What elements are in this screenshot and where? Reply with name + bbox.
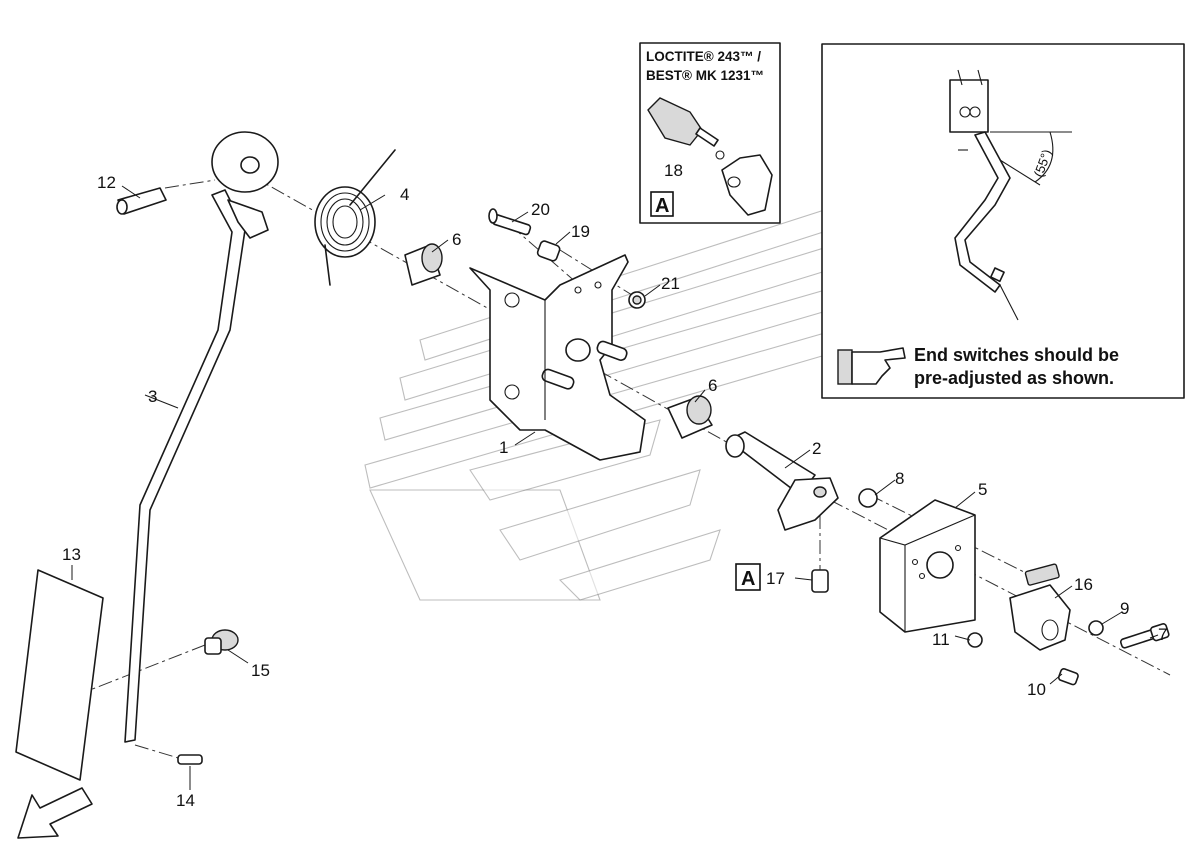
callout-6-lower: 6 — [708, 376, 717, 395]
svg-text:A: A — [741, 568, 755, 590]
pointing-hand-icon — [837, 347, 906, 385]
adhesive-box-line1: LOCTITE® 243™ / — [646, 49, 761, 64]
callout-15: 15 — [251, 661, 270, 680]
screw-part-17 — [811, 569, 829, 593]
callout-9: 9 — [1120, 599, 1129, 618]
callout-18: 18 — [664, 161, 683, 180]
callout-2: 2 — [812, 439, 821, 458]
screw-part-10 — [1057, 668, 1079, 686]
detail-inset: (55°) End switches should be pre-adjuste… — [821, 43, 1185, 399]
callout-4: 4 — [400, 185, 409, 204]
leader-lines — [71, 185, 1159, 790]
bushing-part-6-upper — [404, 243, 443, 286]
nut-part-8 — [858, 488, 878, 508]
callout-labels: 3 12 13 14 15 4 6 20 19 21 6 1 2 8 5 16 … — [62, 173, 1167, 810]
sleeve-part-19 — [536, 240, 561, 262]
pedal-lever — [124, 131, 279, 743]
shaft-part-2 — [725, 431, 839, 531]
bolt-part-20 — [488, 208, 532, 236]
callout-13: 13 — [62, 545, 81, 564]
callout-17: 17 — [766, 569, 785, 588]
direction-arrow-icon — [17, 787, 93, 839]
callout-11: 11 — [932, 630, 950, 649]
inset-note-line1: End switches should be — [914, 345, 1119, 365]
washer-part-9 — [1088, 620, 1104, 636]
adhesive-box: LOCTITE® 243™ / BEST® MK 1231™ 18 A — [639, 42, 781, 224]
end-switch-part-16 — [1009, 563, 1071, 651]
adhesive-marker-17: A — [735, 563, 761, 591]
callout-19: 19 — [571, 222, 590, 241]
screw-part-7 — [1119, 623, 1170, 649]
pin-part-12 — [116, 187, 167, 215]
adhesive-bottle-icon — [647, 97, 773, 216]
callout-10: 10 — [1027, 680, 1046, 699]
callout-14: 14 — [176, 791, 195, 810]
callout-1: 1 — [499, 438, 508, 457]
pedal-pad — [15, 569, 104, 781]
callout-3: 3 — [148, 387, 157, 406]
nut-part-21 — [628, 291, 646, 309]
callout-16: 16 — [1074, 575, 1093, 594]
callout-21: 21 — [661, 274, 680, 293]
inset-note-line2: pre-adjusted as shown. — [914, 368, 1114, 388]
bracket-part-1 — [469, 254, 646, 461]
pin-part-14 — [177, 754, 203, 765]
callout-12: 12 — [97, 173, 116, 192]
adhesive-box-marker: A — [655, 195, 669, 217]
callout-7: 7 — [1158, 625, 1167, 644]
washer-part-11 — [967, 632, 983, 648]
switch-housing-part-5 — [879, 499, 976, 633]
bushing-part-6-lower — [667, 395, 713, 439]
callout-5: 5 — [978, 480, 987, 499]
torsion-spring — [314, 149, 396, 286]
callout-6-upper: 6 — [452, 230, 461, 249]
callout-20: 20 — [531, 200, 550, 219]
adhesive-box-line2: BEST® MK 1231™ — [646, 68, 764, 83]
callout-8: 8 — [895, 469, 904, 488]
bolt-part-15 — [204, 629, 239, 655]
